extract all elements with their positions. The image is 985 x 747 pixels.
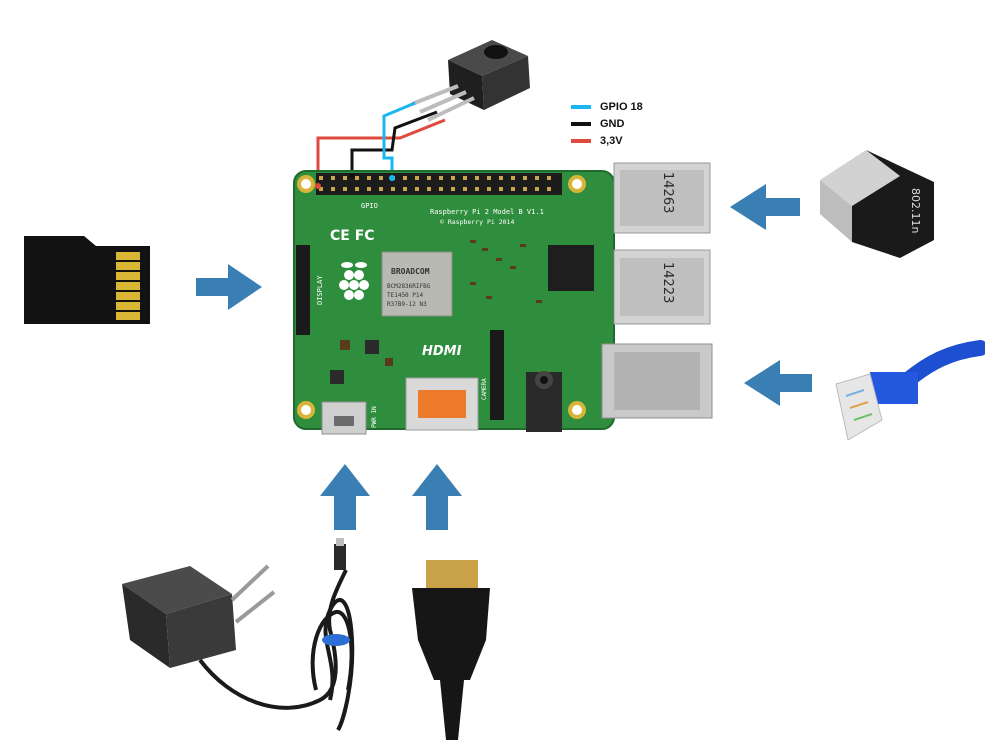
raspberry-pi-board: GPIO Raspberry Pi 2 Model B V1.1 © Raspb… <box>293 162 713 435</box>
ir-receiver-sensor <box>411 40 530 122</box>
arrow-sdcard-to-board <box>196 264 262 310</box>
hdmi-cable <box>412 560 490 740</box>
chip-brand-text: BROADCOM <box>391 267 430 276</box>
usb-silk-label: USB <box>676 239 687 246</box>
microsd-card <box>24 236 150 324</box>
arrow-power-to-usb <box>320 464 370 530</box>
legend-label-gnd: GND <box>600 117 625 130</box>
arrow-dongle-to-usb <box>730 184 800 230</box>
ce-fc-mark: CE FC <box>330 228 375 244</box>
arrow-hdmi-to-port <box>412 464 462 530</box>
usb-code-bottom: 14223 <box>660 262 675 303</box>
lan-chip <box>548 245 594 291</box>
hdmi-port <box>405 377 479 431</box>
gpio-silk-label: GPIO <box>361 202 378 210</box>
power-wire <box>316 118 446 186</box>
ethernet-cable <box>835 340 985 441</box>
board-copyright-text: © Raspberry Pi 2014 <box>440 218 514 226</box>
chip-line2-text: TE1450 P14 <box>387 292 424 299</box>
legend-swatch-3v3 <box>571 138 591 143</box>
audio-jack <box>526 371 562 432</box>
micro-usb-port <box>321 401 367 435</box>
pwr-silk-label: PWR IN <box>371 406 378 428</box>
legend-label-3v3: 3,3V <box>600 134 623 147</box>
usb-port-top: 14263 <box>613 162 711 234</box>
wifi-dongle: 802.11n <box>820 150 934 258</box>
ethernet-silk-label: ETHERNET <box>650 423 679 430</box>
legend-item-gpio18: GPIO 18 <box>571 98 691 115</box>
chip-line3-text: R37B9-12 N3 <box>387 301 427 308</box>
gpio-wires <box>316 101 446 186</box>
chip-part-text: BCM2836RIFBG <box>387 283 431 290</box>
display-silk-label: DISPLAY <box>316 275 324 305</box>
ethernet-port <box>601 343 713 419</box>
hdmi-silk-label: HDMI <box>422 344 462 359</box>
legend-swatch-gnd <box>571 121 591 126</box>
broadcom-soc: BROADCOM BCM2836RIFBG TE1450 P14 R37B9-1… <box>381 251 453 317</box>
raspberry-logo <box>339 262 369 300</box>
camera-connector <box>490 330 504 420</box>
display-connector <box>296 245 310 335</box>
board-model-text: Raspberry Pi 2 Model B V1.1 <box>430 208 544 216</box>
smd-components <box>330 240 542 384</box>
wire-legend: GPIO 18 GND 3,3V <box>571 98 691 149</box>
legend-item-3v3: 3,3V <box>571 132 691 149</box>
usb-port-bottom: 14223 <box>613 249 711 325</box>
power-adapter <box>122 538 355 732</box>
camera-silk-label: CAMERA <box>481 378 488 400</box>
usb-code-top: 14263 <box>660 172 675 213</box>
legend-item-gnd: GND <box>571 115 691 132</box>
gnd-wire <box>350 110 438 176</box>
dongle-text: 802.11n <box>909 188 922 233</box>
gpio-header <box>315 173 562 195</box>
legend-swatch-gpio18 <box>571 104 591 109</box>
arrow-ethernet-to-port <box>744 360 812 406</box>
gpio18-wire <box>382 101 416 178</box>
legend-label-gpio18: GPIO 18 <box>600 100 643 113</box>
